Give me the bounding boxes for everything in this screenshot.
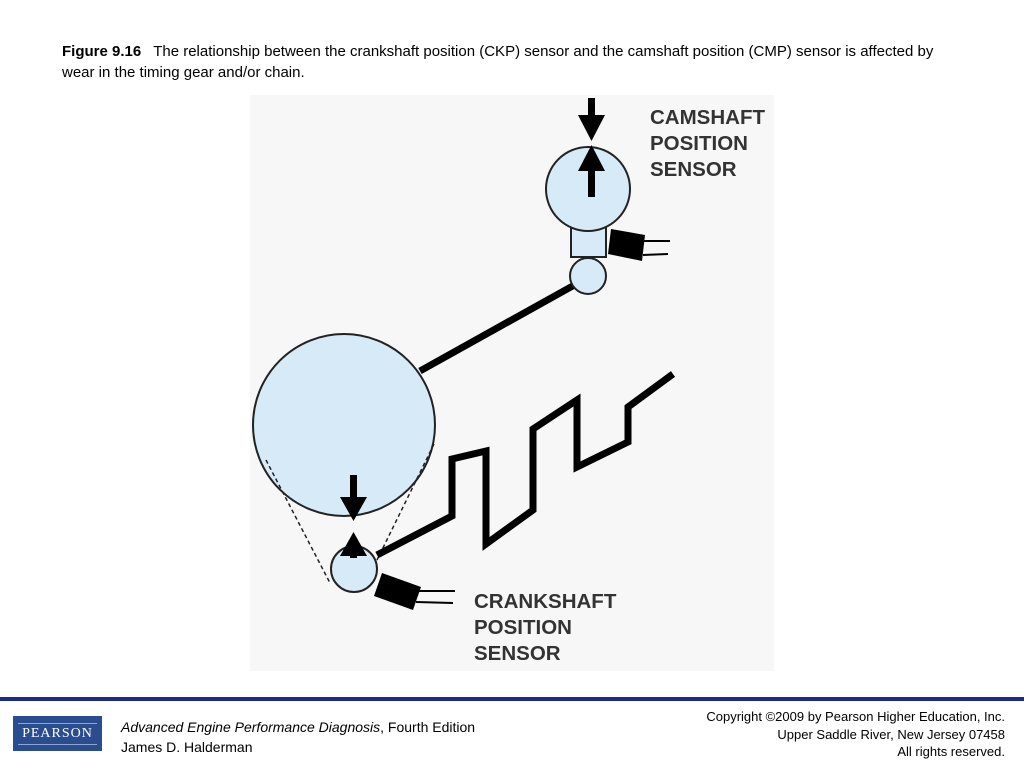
crank-gap-arrows-icon	[340, 475, 367, 558]
ckp-cmp-diagram: CAMSHAFT POSITION SENSOR CRANKSHAFT POSI…	[250, 95, 774, 671]
crank-sensor-icon	[374, 573, 455, 610]
cam-label-line-3: SENSOR	[650, 158, 737, 181]
timing-chain	[418, 279, 580, 375]
pearson-logo-text: PEARSON	[18, 722, 97, 745]
copyright-line-3: All rights reserved.	[897, 744, 1005, 759]
book-title: Advanced Engine Performance Diagnosis	[121, 719, 381, 735]
book-title-line: Advanced Engine Performance Diagnosis, F…	[121, 717, 475, 737]
copyright-line-1: Copyright ©2009 by Pearson Higher Educat…	[706, 709, 1005, 724]
footer-divider	[0, 697, 1024, 701]
book-author: James D. Halderman	[121, 739, 253, 755]
cam-sprocket	[569, 257, 607, 295]
crank-label-line-2: POSITION	[474, 616, 572, 639]
figure-number: Figure 9.16	[62, 43, 142, 60]
cam-gap-arrows-icon	[578, 98, 605, 197]
copyright-notice: Copyright ©2009 by Pearson Higher Educat…	[706, 708, 1005, 761]
crank-label-line-1: CRANKSHAFT	[474, 590, 617, 613]
pearson-logo: PEARSON	[13, 716, 102, 751]
caption-text: The relationship between the crankshaft …	[62, 43, 934, 81]
crank-timing-gear	[252, 333, 436, 517]
book-info: Advanced Engine Performance Diagnosis, F…	[121, 717, 475, 757]
book-edition: , Fourth Edition	[380, 719, 476, 735]
dashed-belt-left	[265, 459, 331, 584]
cam-label-line-1: CAMSHAFT	[650, 106, 765, 129]
sensor-signal-waveform	[375, 371, 676, 559]
diagram-svg: CAMSHAFT POSITION SENSOR CRANKSHAFT POSI…	[250, 95, 774, 671]
cam-label-line-2: POSITION	[650, 132, 748, 155]
copyright-line-2: Upper Saddle River, New Jersey 07458	[777, 726, 1005, 742]
dashed-belt-right	[376, 443, 435, 561]
crank-label-line-3: SENSOR	[474, 642, 561, 665]
cam-sensor-connector-icon	[608, 229, 670, 261]
